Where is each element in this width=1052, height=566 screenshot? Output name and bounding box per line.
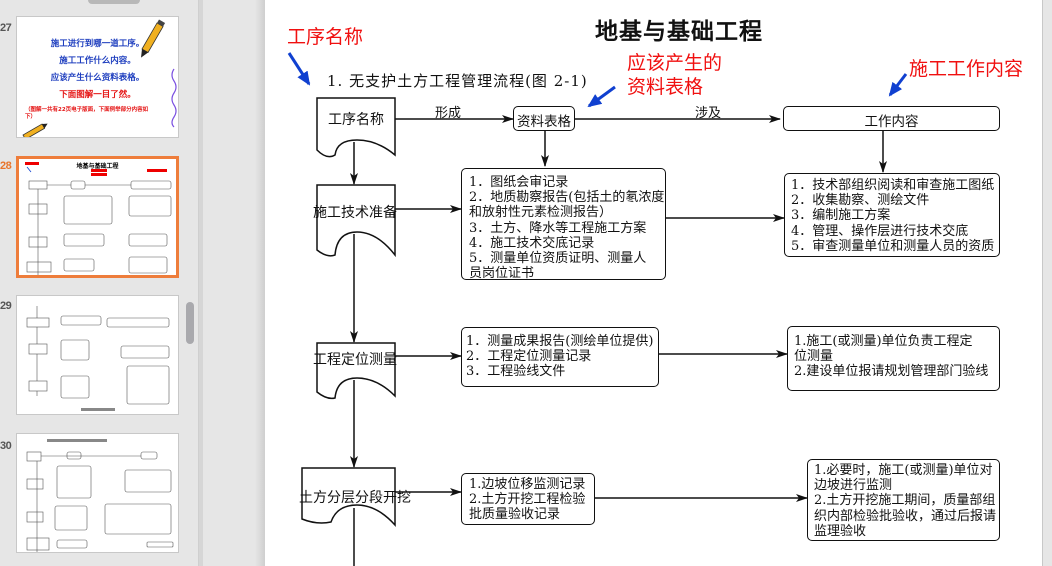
thumb-text-line: 下面图解一目了然。 bbox=[59, 90, 136, 100]
content-item: 3．编制施工方案 bbox=[791, 208, 891, 224]
slide-canvas[interactable]: 地基与基础工程 工序名称 应该产生的 资料表格 施工工作内容 1. 无支护土方工… bbox=[265, 0, 1042, 566]
form-item: 3．工程验线文件 bbox=[466, 364, 566, 380]
pane-top-tab bbox=[88, 0, 140, 4]
forms-box-step-2: 1．测量成果报告(测绘单位提供) 2．工程定位测量记录 3．工程验线文件 bbox=[461, 327, 659, 387]
form-item: 1．测量成果报告(测绘单位提供) bbox=[466, 334, 654, 349]
step-label-layered-excavation: 土方分层分段开挖 bbox=[299, 490, 411, 506]
thumb-title: 地基与基础工程 bbox=[76, 163, 119, 170]
forms-header-box: 资料表格 bbox=[513, 106, 575, 131]
step-label-tech-prep: 施工技术准备 bbox=[313, 205, 397, 221]
thumb-number: 30 bbox=[0, 440, 12, 452]
form-item: 员岗位证书 bbox=[469, 266, 535, 282]
thumbnail-slide-28[interactable]: 地基与基础工程 bbox=[16, 156, 179, 278]
doc-shape-process-header bbox=[316, 97, 396, 158]
slide-title: 地基与基础工程 bbox=[595, 18, 763, 45]
content-item: 2．收集勘察、测绘文件 bbox=[791, 193, 930, 209]
slide-shadow bbox=[255, 0, 265, 566]
content-item: 织内部检验批验收，通过后报请 bbox=[814, 508, 997, 524]
content-box-step-2: 1.施工(或测量)单位负责工程定 位测量 2.建设单位报请规划管理部门验线 bbox=[787, 326, 1000, 391]
process-header-label: 工序名称 bbox=[328, 112, 384, 128]
content-header-label: 工作内容 bbox=[864, 114, 919, 130]
content-box-step-3: 1.必要时，施工(或测量)单位对 边坡进行监测 2.土方开挖施工期间，质量部组 … bbox=[807, 459, 1000, 541]
form-item: 5．测量单位资质证明、测量人 bbox=[469, 251, 647, 267]
doc-shape-step-1 bbox=[316, 184, 396, 258]
thumb-number: 29 bbox=[0, 300, 12, 312]
thumb-flowchart-preview bbox=[25, 162, 172, 275]
form-item: 2.土方开挖工程检验 bbox=[469, 492, 586, 508]
editor-background bbox=[203, 0, 263, 566]
form-item: 4．施工技术交底记录 bbox=[469, 235, 595, 251]
slide-thumbnail-pane: 27 施工进行到哪一道工序。 施工工作什么内容。 应该产生什么资料表格。 下面图… bbox=[0, 0, 198, 566]
thumb-number: 27 bbox=[0, 22, 12, 34]
thumbnail-slide-27[interactable]: 施工进行到哪一道工序。 施工工作什么内容。 应该产生什么资料表格。 下面图解一目… bbox=[16, 16, 179, 138]
editor-right-margin bbox=[1042, 0, 1052, 566]
forms-box-step-1: 1．图纸会审记录 2．地质勘察报告(包括土的氡浓度 和放射性元素检测报告） 3．… bbox=[461, 168, 666, 282]
thumbnail-slide-30[interactable] bbox=[16, 433, 179, 553]
thumb-number: 28 bbox=[0, 160, 12, 172]
form-item: 和放射性元素检测报告） bbox=[469, 205, 613, 221]
content-box-step-1: 1．技术部组织阅读和审查施工图纸 2．收集勘察、测绘文件 3．编制施工方案 4．… bbox=[784, 173, 1000, 257]
forms-header-label: 资料表格 bbox=[517, 114, 571, 130]
form-item: 2．地质勘察报告(包括土的氡浓度 bbox=[469, 190, 665, 206]
flowchart-lines bbox=[287, 52, 908, 566]
content-item: 5．审查测量单位和测量人员的资质 bbox=[791, 238, 995, 254]
thumb-text-line: 施工工作什么内容。 bbox=[59, 56, 136, 66]
step-label-positioning-survey: 工程定位测量 bbox=[313, 352, 397, 368]
annotation-arrow-icon bbox=[287, 52, 311, 86]
annotation-arrow-icon bbox=[888, 73, 908, 97]
pane-splitter[interactable] bbox=[198, 0, 203, 566]
thumbnail-scrollbar-track[interactable] bbox=[183, 0, 198, 566]
thumb-text-line: 应该产生什么资料表格。 bbox=[50, 73, 145, 83]
thumb-flowchart-preview bbox=[26, 439, 174, 552]
content-item: 监理验收 bbox=[814, 523, 867, 539]
forms-box-step-3: 1.边坡位移监测记录 2.土方开挖工程检验 批质量验收记录 bbox=[461, 473, 595, 525]
content-item: 边坡进行监测 bbox=[814, 478, 893, 494]
thumbnail-scrollbar-thumb[interactable] bbox=[186, 302, 194, 344]
annotation-process-name: 工序名称 bbox=[287, 26, 364, 48]
content-item: 4．管理、操作层进行技术交底 bbox=[791, 223, 969, 239]
content-item: 2.建设单位报请规划管理部门验线 bbox=[794, 364, 989, 380]
content-item: 1.必要时，施工(或测量)单位对 bbox=[814, 463, 993, 478]
form-item: 批质量验收记录 bbox=[469, 507, 561, 523]
form-item: 1．图纸会审记录 bbox=[469, 175, 569, 190]
pencil-decoration-icon bbox=[22, 19, 177, 137]
thumb-note: （图解一共有22页电子版面，下面例举部分内容如下） bbox=[25, 107, 149, 120]
content-item: 1.施工(或测量)单位负责工程定 bbox=[794, 334, 973, 349]
edge-label-form: 形成 bbox=[435, 106, 462, 121]
doc-shape-step-2 bbox=[316, 342, 396, 400]
form-item: 2．工程定位测量记录 bbox=[466, 349, 592, 365]
doc-shape-step-3 bbox=[301, 467, 396, 527]
content-item: 1．技术部组织阅读和审查施工图纸 bbox=[791, 178, 995, 193]
annotation-forms-line2: 资料表格 bbox=[627, 76, 704, 98]
annotation-arrow-icon bbox=[587, 85, 616, 108]
edge-label-involve: 涉及 bbox=[695, 106, 722, 121]
content-item: 2.土方开挖施工期间，质量部组 bbox=[814, 493, 996, 509]
thumb-flowchart-preview bbox=[26, 306, 170, 411]
form-item: 3．土方、降水等工程施工方案 bbox=[469, 220, 647, 236]
annotation-work-content: 施工工作内容 bbox=[909, 58, 1024, 80]
thumb-text-line: 施工进行到哪一道工序。 bbox=[50, 39, 145, 49]
form-item: 1.边坡位移监测记录 bbox=[469, 477, 586, 492]
annotation-forms-line1: 应该产生的 bbox=[627, 52, 723, 74]
content-item: 位测量 bbox=[794, 349, 834, 365]
content-header-box: 工作内容 bbox=[783, 106, 1000, 131]
flow-subtitle: 1. 无支护土方工程管理流程(图 2-1) bbox=[327, 72, 588, 90]
thumbnail-slide-29[interactable] bbox=[16, 295, 179, 415]
